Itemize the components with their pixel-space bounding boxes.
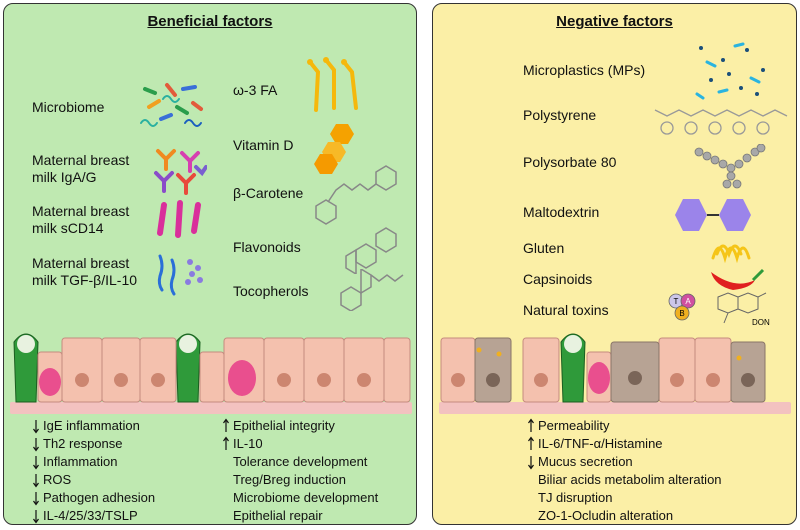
factor-omega3: ω-3 FA xyxy=(233,82,278,98)
down-arrow-icon xyxy=(33,456,39,470)
effect-row: TJ disruption xyxy=(538,490,613,505)
factor-polysorbate: Polysorbate 80 xyxy=(523,154,617,170)
polysorbate-icon xyxy=(694,144,766,189)
factor-natural-toxins: Natural toxins xyxy=(523,302,609,318)
omega3-icon xyxy=(307,57,358,112)
up-arrow-icon xyxy=(528,418,534,432)
antibody-icon xyxy=(154,149,207,195)
factor-breast-milk-scd14: Maternal breast milk sCD14 xyxy=(32,203,130,236)
beneficial-title: Beneficial factors xyxy=(147,13,273,30)
up-arrow-icon xyxy=(223,436,229,450)
factor-maltodextrin: Maltodextrin xyxy=(523,204,600,220)
negative-factors-panel: Negative factors Microplastics (MPs) Pol… xyxy=(432,3,797,525)
natural-toxins-icon: T A B DON xyxy=(668,292,770,327)
tocopherol-icon xyxy=(340,269,404,311)
effect-row: Microbiome development xyxy=(233,490,379,505)
effect-row: Tolerance development xyxy=(233,454,368,469)
up-arrow-icon xyxy=(528,436,534,450)
beneficial-factors-panel: Beneficial factors Microbiome Maternal b… xyxy=(3,3,417,525)
polystyrene-icon xyxy=(654,109,788,135)
factor-beta-carotene: β-Carotene xyxy=(233,185,304,201)
negative-title: Negative factors xyxy=(556,13,673,30)
goblet-cell xyxy=(13,333,201,403)
effect-row: Epithelial repair xyxy=(233,508,323,523)
effect-row: ZO-1-Ocludin alteration xyxy=(538,508,674,523)
factor-vitamin-d: Vitamin D xyxy=(233,137,294,153)
effect-row: IL-10 xyxy=(222,435,378,453)
effect-row: Epithelial integrity xyxy=(222,417,378,435)
effect-row: Mucus secretion xyxy=(527,453,722,471)
toxin-letter-b: B xyxy=(679,309,684,318)
microplastics-icon xyxy=(695,42,765,100)
scd14-icon xyxy=(157,200,201,238)
effect-row: IL-6/TNF-α/Histamine xyxy=(527,435,722,453)
factor-capsinoids: Capsinoids xyxy=(523,271,593,287)
factor-flavonoids: Flavonoids xyxy=(233,239,301,255)
factor-microbiome: Microbiome xyxy=(32,99,105,115)
down-arrow-icon xyxy=(528,456,534,470)
factor-breast-milk-tgf: Maternal breast milk TGF-β/IL-10 xyxy=(32,255,138,288)
negative-effects-list: Permeability IL-6/TNF-α/Histamine Mucus … xyxy=(527,417,722,524)
toxin-don-label: DON xyxy=(752,318,770,327)
factor-gluten: Gluten xyxy=(523,240,565,256)
effect-row: Pathogen adhesion xyxy=(32,489,155,507)
tgf-beta-icon xyxy=(157,254,203,296)
microbiome-icon xyxy=(140,83,203,127)
factor-polystyrene: Polystyrene xyxy=(523,107,597,123)
up-arrow-icon xyxy=(223,418,229,432)
epithelium-right-illustration xyxy=(439,333,791,414)
vitamin-d-icon xyxy=(314,124,354,174)
effect-row: IgE inflammation xyxy=(32,417,155,435)
effect-row: IL-4/25/33/TSLP xyxy=(32,507,155,524)
goblet-cell xyxy=(560,333,586,403)
effect-row: Biliar acids metabolim alteration xyxy=(538,472,722,487)
factor-microplastics: Microplastics (MPs) xyxy=(523,62,646,78)
maltodextrin-icon xyxy=(675,199,751,231)
effect-row: ROS xyxy=(32,471,155,489)
epithelium-left-illustration xyxy=(10,333,412,414)
toxin-letter-a: A xyxy=(685,297,691,306)
factor-tocopherols: Tocopherols xyxy=(233,283,309,299)
down-arrow-icon xyxy=(33,420,39,434)
beneficial-effects-list-1: IgE inflammation Th2 response Inflammati… xyxy=(32,417,155,524)
down-arrow-icon xyxy=(33,510,39,524)
gluten-icon xyxy=(711,244,751,264)
chili-pepper-icon xyxy=(711,268,765,290)
down-arrow-icon xyxy=(33,474,39,488)
effect-row: Inflammation xyxy=(32,453,155,471)
effect-row: Treg/Breg induction xyxy=(233,472,346,487)
effect-row: Th2 response xyxy=(32,435,155,453)
factor-breast-milk-iga: Maternal breast milk IgA/G xyxy=(32,152,130,185)
flavonoid-icon xyxy=(345,227,397,274)
beneficial-effects-list-2: Epithelial integrity IL-10 Tolerance dev… xyxy=(222,417,379,524)
toxin-letter-t: T xyxy=(674,297,679,306)
effect-row: Permeability xyxy=(527,417,722,435)
down-arrow-icon xyxy=(33,492,39,506)
beta-carotene-icon xyxy=(315,165,397,225)
down-arrow-icon xyxy=(33,438,39,452)
